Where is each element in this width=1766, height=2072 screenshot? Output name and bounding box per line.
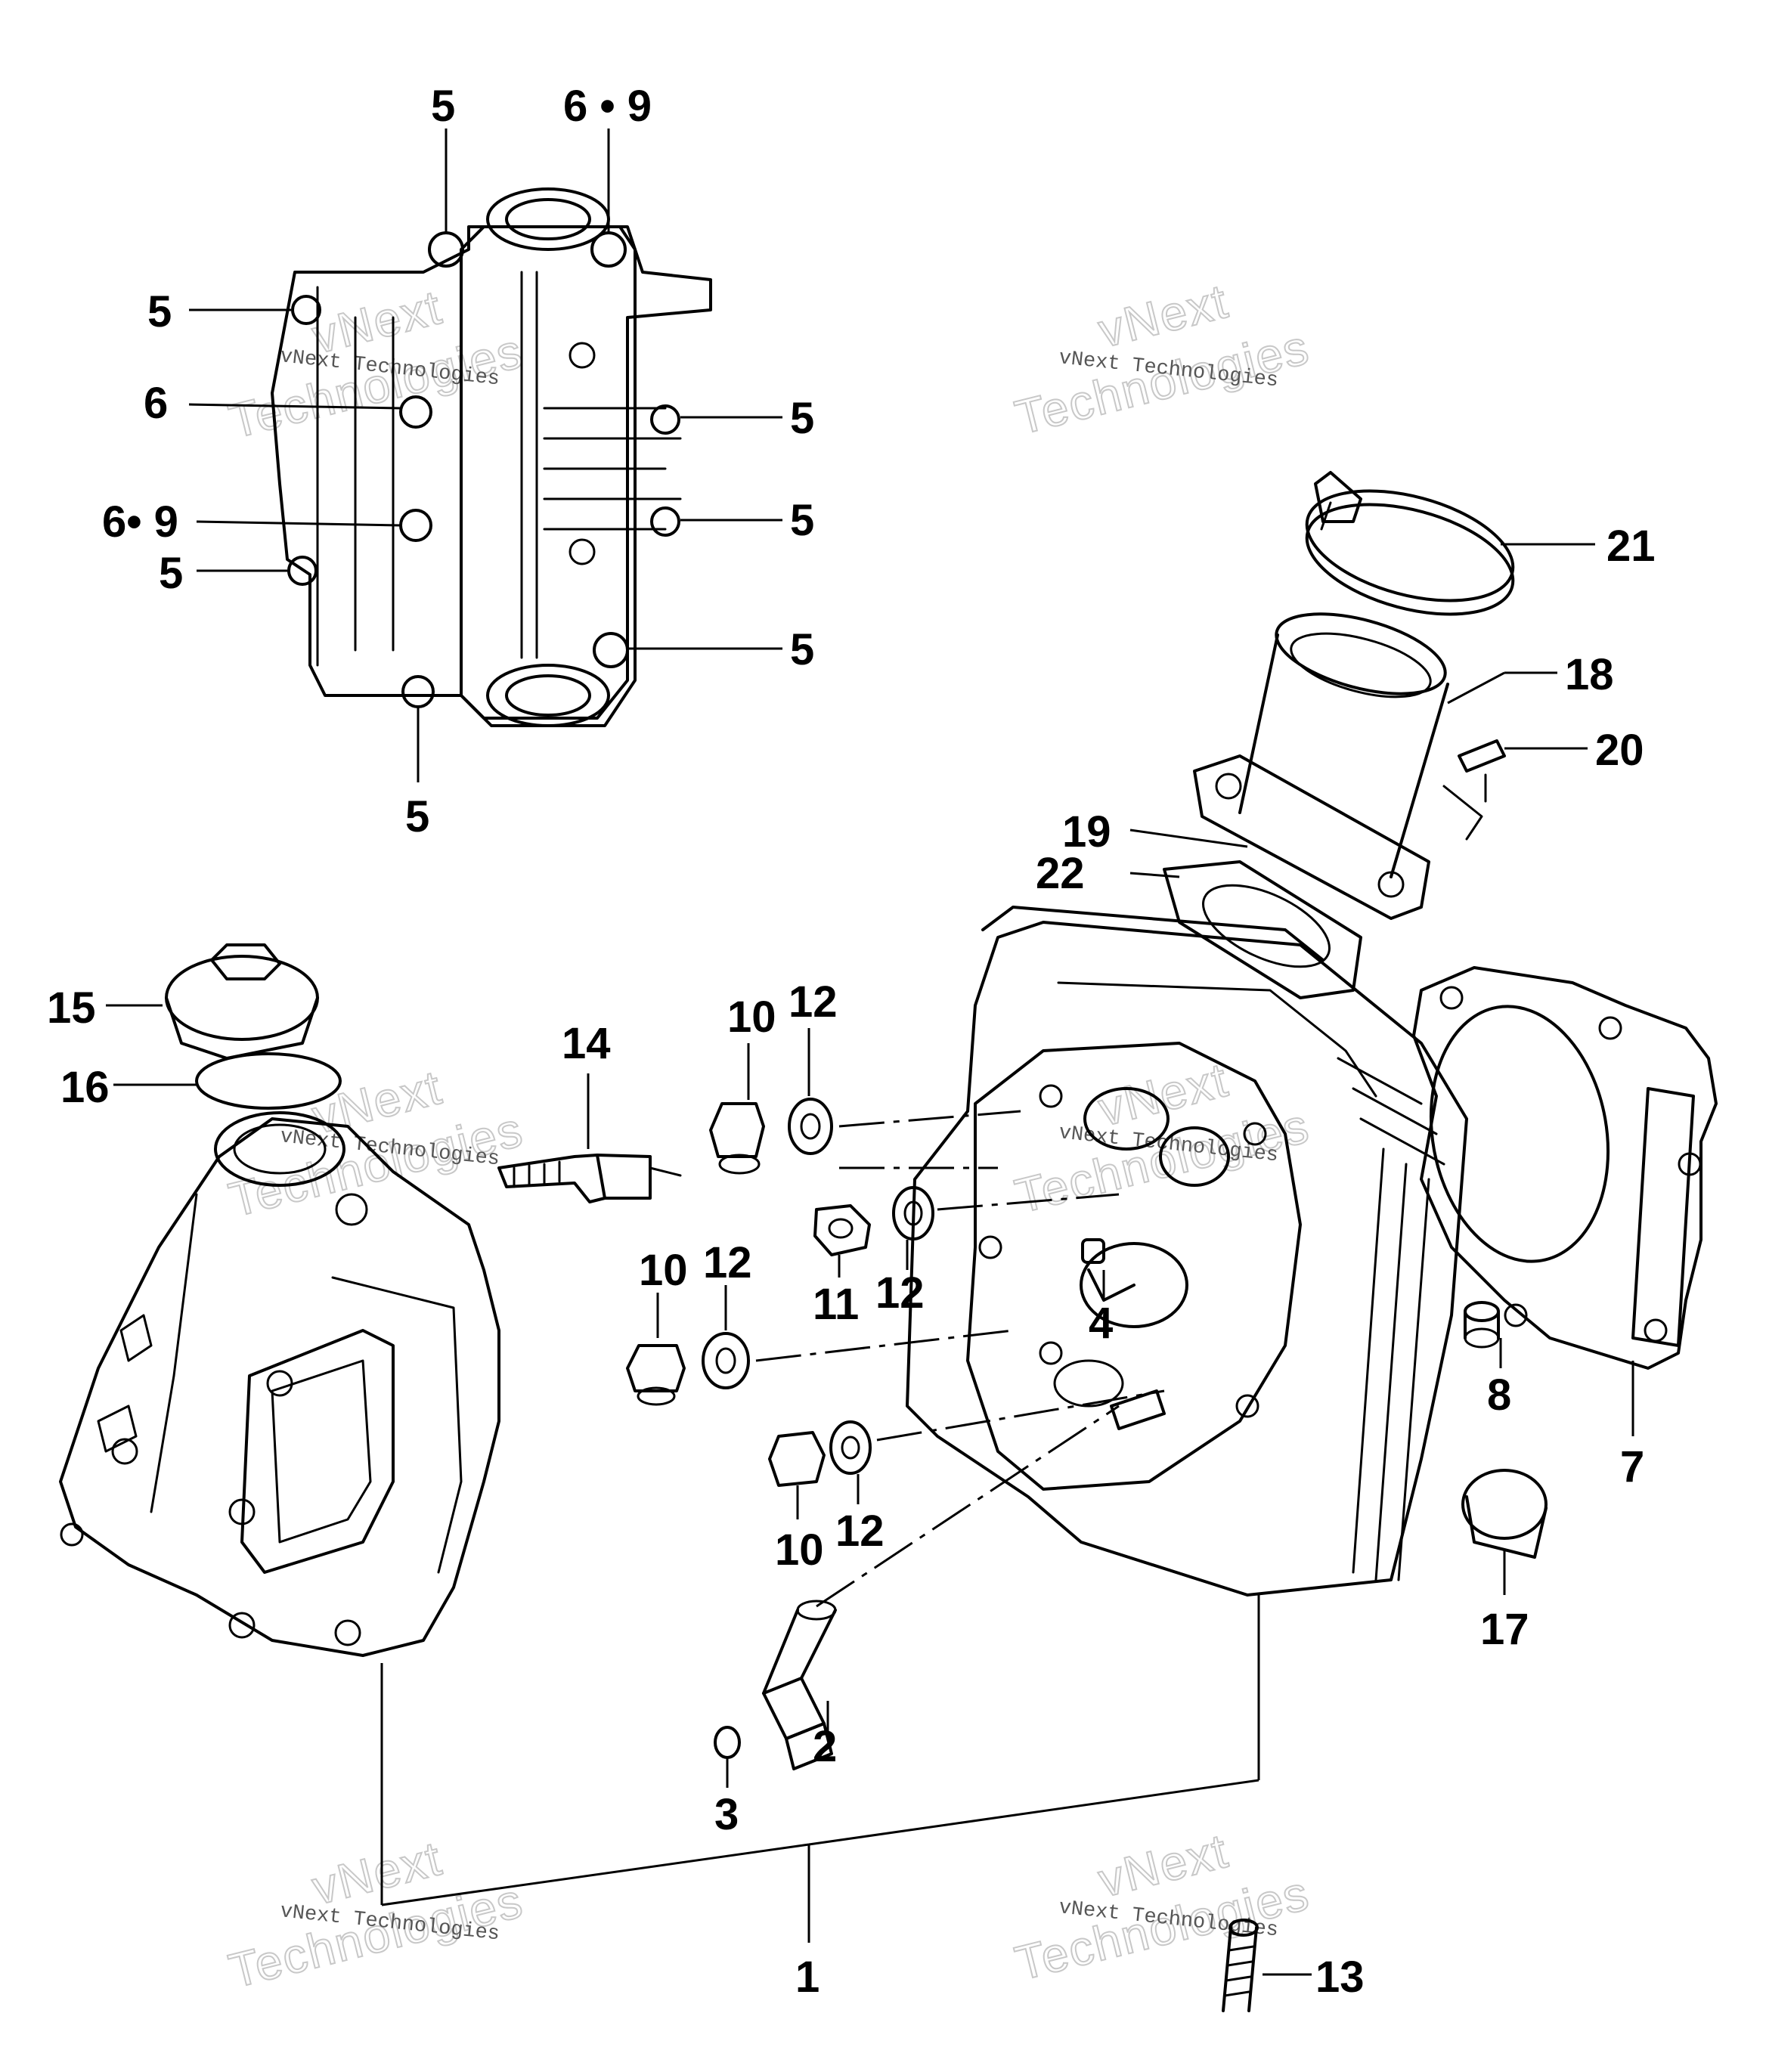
callout-21: 21 xyxy=(1606,522,1656,571)
cylinder-head-drawing xyxy=(906,906,1468,1597)
washer-drawing xyxy=(829,1420,872,1475)
callout-2: 2 xyxy=(813,1722,837,1771)
head-cover-drawing xyxy=(59,1111,500,1657)
callout-12a: 12 xyxy=(789,977,838,1027)
cap-nut-drawing xyxy=(626,1344,686,1406)
leader-22 xyxy=(1129,872,1180,878)
callout-12c: 12 xyxy=(875,1268,925,1318)
plug-cap-drawing xyxy=(1461,1469,1548,1559)
leader-6-9-left xyxy=(196,520,401,527)
centerline-6 xyxy=(816,1405,1120,1608)
washer-drawing xyxy=(892,1186,934,1240)
intake-pipe-drawing xyxy=(1193,612,1506,920)
callout-10a: 10 xyxy=(727,993,776,1042)
watermark-bottom-left: vNext Technologies vNext Technologies xyxy=(223,1830,529,1999)
callout-18: 18 xyxy=(1565,650,1614,699)
callout-20: 20 xyxy=(1595,726,1644,775)
dowel-pin-drawing xyxy=(1464,1301,1500,1349)
centerline-3 xyxy=(937,1193,1120,1211)
intake-gasket-drawing xyxy=(1163,860,1362,999)
centerline-5 xyxy=(876,1389,1165,1442)
callout-19: 19 xyxy=(1062,807,1111,856)
callout-10c: 10 xyxy=(775,1525,824,1575)
callout-6-9-top: 6 • 9 xyxy=(563,82,652,131)
callout-5-right2: 5 xyxy=(790,496,814,545)
callout-6-9-left: 6• 9 xyxy=(102,497,178,547)
callout-5-top: 5 xyxy=(431,82,455,131)
head-gasket-drawing xyxy=(1412,966,1718,1370)
oil-filler-cap-drawing xyxy=(165,943,319,1060)
callout-12b: 12 xyxy=(703,1238,752,1287)
cap-nut-drawing xyxy=(768,1431,826,1487)
callout-10b: 10 xyxy=(639,1246,688,1295)
watermark-top-left: vNext Technologies vNext Technologies xyxy=(223,279,529,450)
callout-16: 16 xyxy=(60,1063,110,1112)
watermark-middle-left: vNext Technologies vNext Technologies xyxy=(223,1059,529,1228)
callout-6-left: 6 xyxy=(144,379,168,428)
callout-22: 22 xyxy=(1036,849,1085,898)
centerline-1 xyxy=(838,1110,1021,1128)
callout-5-right1: 5 xyxy=(790,394,814,443)
leader-18 xyxy=(1447,671,1505,705)
callout-12d: 12 xyxy=(835,1507,885,1556)
callout-11: 11 xyxy=(813,1280,859,1329)
assembly-bracket-lines xyxy=(380,1595,1260,1943)
callout-1: 1 xyxy=(795,1953,819,2002)
callout-14: 14 xyxy=(562,1019,611,1068)
callout-8: 8 xyxy=(1487,1370,1511,1420)
callout-5-left1: 5 xyxy=(147,287,172,336)
watermark-top-right: vNext Technologies vNext Technologies xyxy=(1009,273,1315,446)
watermark-bottom-right: vNext Technologies vNext Technologies xyxy=(1009,1823,1315,1992)
head-top-view-drawing xyxy=(271,187,712,727)
spark-plug-drawing xyxy=(497,1154,682,1203)
callout-5-left2: 5 xyxy=(159,549,183,598)
stud-bolt-drawing xyxy=(1222,1919,1259,2012)
callout-5-bottom: 5 xyxy=(405,792,429,841)
callout-3: 3 xyxy=(714,1790,739,1839)
callout-5-right3: 5 xyxy=(790,625,814,674)
callout-15: 15 xyxy=(47,983,96,1033)
hose-clamp-drawing xyxy=(1305,471,1515,616)
watermark-middle-right: vNext Technologies vNext Technologies xyxy=(1009,1051,1315,1225)
leader-19 xyxy=(1129,828,1248,848)
callout-7: 7 xyxy=(1620,1442,1644,1491)
callout-4: 4 xyxy=(1089,1299,1113,1348)
flange-nut-drawing xyxy=(813,1204,871,1256)
o-ring-drawing xyxy=(195,1052,342,1110)
valve-guide-drawing xyxy=(762,1600,837,1770)
cap-nut-drawing xyxy=(709,1102,765,1175)
circlip-drawing xyxy=(714,1726,741,1759)
callout-17: 17 xyxy=(1480,1605,1529,1654)
leader-6-left xyxy=(188,403,401,410)
callout-13: 13 xyxy=(1315,1953,1365,2002)
centerline-4 xyxy=(755,1329,1014,1362)
washer-drawing xyxy=(702,1332,750,1389)
washer-drawing xyxy=(788,1098,833,1155)
